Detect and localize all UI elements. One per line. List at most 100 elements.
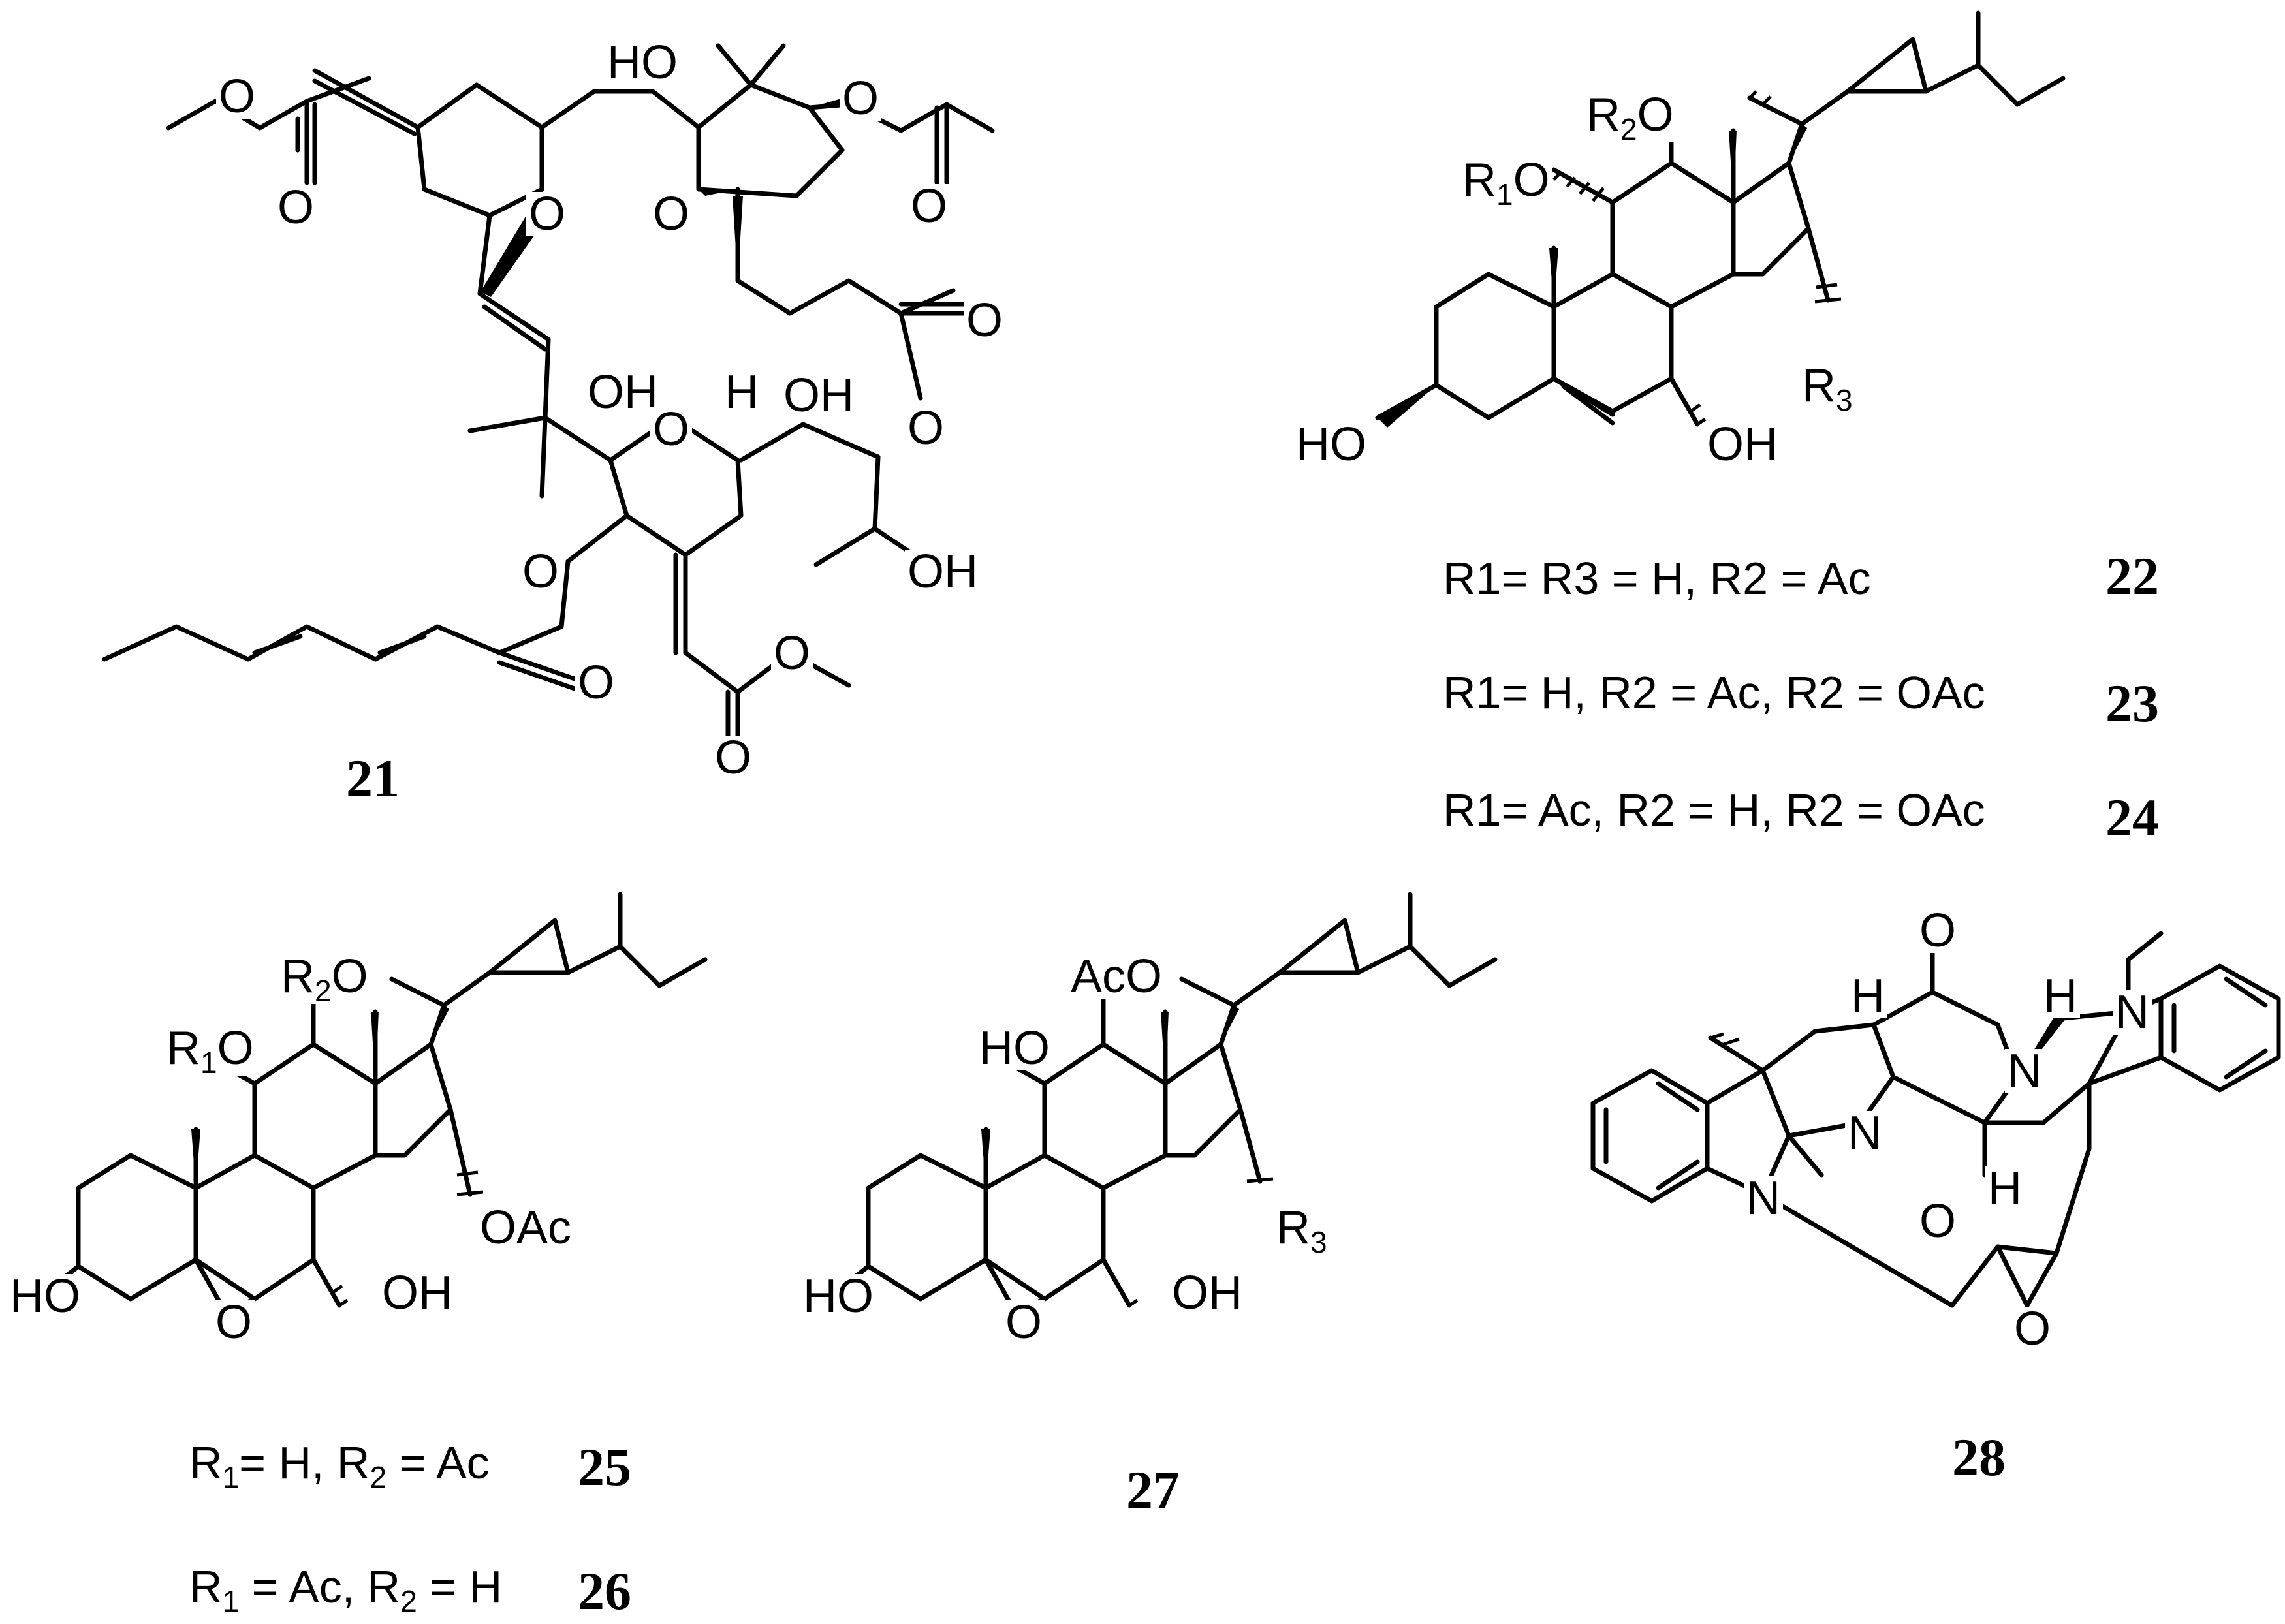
c25-r1o: R1O — [166, 1022, 254, 1080]
c28-h-bottom: H — [1988, 1163, 2022, 1215]
atom-label-background — [964, 298, 1006, 343]
atom-label-background — [2005, 1049, 2044, 1093]
c25-epoxide-o: O — [215, 1296, 252, 1349]
atom-label-background — [1293, 422, 1369, 467]
atom-label-background — [1845, 1111, 1884, 1155]
compound-number-25: 25 — [578, 1437, 631, 1497]
c21-o-octadienoate-carbonyl: O — [578, 657, 614, 709]
atom-label-background — [520, 550, 562, 594]
atom-label-background — [1917, 1199, 1959, 1243]
c21-o-ester-b-carbonyl: O — [715, 732, 751, 784]
c27-oh: OH — [1172, 1267, 1242, 1319]
c28-n-indoline-left: N — [1746, 1172, 1780, 1225]
c21-o-lactone-link: O — [907, 402, 944, 454]
variant-definition-25: R1= H, R2 = Ac — [189, 1437, 490, 1494]
c28-o-bottom: O — [1919, 1195, 1956, 1247]
atom-label-background — [575, 661, 618, 705]
c21-o-ester-a-carbonyl: O — [277, 181, 314, 234]
atom-label-background — [1744, 1176, 1783, 1221]
compound-21-structure — [102, 43, 995, 753]
atom-label-background — [1848, 974, 1887, 1018]
atom-label-background — [477, 1206, 575, 1250]
c21-o-ring-b: O — [653, 188, 689, 240]
atom-label-background — [977, 1026, 1052, 1070]
atom-label-background — [1584, 93, 1677, 142]
atom-label-background — [771, 631, 813, 676]
atom-label-background — [650, 407, 693, 452]
c21-o-acetate-carbonyl: O — [911, 180, 947, 232]
atom-label-background — [164, 1026, 257, 1076]
c27-aco: AcO — [1071, 950, 1162, 1003]
atom-label-background — [1985, 1166, 2025, 1211]
compound-25-26-structure — [43, 892, 708, 1315]
compound-number-22: 22 — [2105, 546, 2159, 606]
compound-number-23: 23 — [2105, 674, 2159, 733]
c27-r3: R3 — [1276, 1202, 1327, 1259]
c22-r1o: R1O — [1462, 154, 1550, 211]
c21-oh-terminal: OH — [907, 546, 978, 598]
atom-label-background — [379, 1271, 455, 1315]
variant-definition-24: R1= Ac, R2 = H, R2 = OAc — [1443, 785, 1985, 835]
variant-definition-22: R1= R3 = H, R2 = Ac — [1443, 553, 1871, 604]
c28-n-dkp-left: N — [1848, 1107, 1882, 1159]
c21-o-ester-b-link: O — [774, 627, 810, 679]
atom-label-background — [1068, 954, 1165, 999]
c28-n-dkp-right: N — [2008, 1045, 2041, 1097]
c21-h-ring-c: H — [725, 366, 759, 418]
atom-labels: O O O HO O O O O O OH O H OH OH O O O O … — [7, 37, 2152, 1355]
atom-label-background — [1003, 1300, 1045, 1345]
atom-label-background — [840, 76, 882, 121]
atom-label-background — [585, 370, 661, 414]
c21-oh-hemiketal: OH — [588, 366, 658, 418]
compound-27-structure — [833, 892, 1498, 1315]
c22-oh: OH — [1707, 418, 1778, 471]
atom-label-background — [905, 406, 947, 450]
c28-h-top-left: H — [1851, 970, 1885, 1022]
c22-r2o: R2O — [1586, 89, 1674, 146]
atom-label-background — [275, 185, 317, 230]
c22-ho: HO — [1296, 418, 1366, 471]
c21-o-acetate-link: O — [842, 72, 879, 125]
atom-label-background — [213, 1300, 255, 1345]
atom-label-background — [722, 370, 761, 414]
variant-definition-26: R1 = Ac, R2 = H — [189, 1561, 502, 1618]
atom-label-background — [278, 954, 371, 1004]
atom-label-background — [1274, 1206, 1330, 1255]
c28-h-top-right: H — [2043, 970, 2077, 1022]
c25-oh: OH — [382, 1267, 452, 1319]
atom-label-background — [1917, 909, 1959, 953]
atom-label-background — [1169, 1271, 1245, 1315]
c21-ho-top: HO — [607, 37, 678, 89]
atom-label-background — [526, 192, 569, 236]
atom-label-background — [2041, 974, 2080, 1018]
c25-ho: HO — [10, 1270, 80, 1322]
captions: 21 R1= R3 = H, R2 = Ac 22 R1= H, R2 = Ac… — [189, 546, 2159, 1621]
atom-label-background — [712, 736, 755, 780]
compound-number-27: 27 — [1126, 1460, 1180, 1520]
atom-label-background — [7, 1274, 83, 1319]
atom-label-background — [2113, 990, 2152, 1035]
c21-o-ring-c: O — [653, 403, 689, 456]
c25-oac: OAc — [480, 1202, 571, 1254]
compound-22-24-structure — [1375, 10, 2066, 427]
variant-definition-23: R1= H, R2 = Ac, R2 = OAc — [1443, 667, 1985, 718]
atom-label-background — [2011, 1307, 2054, 1351]
atom-label-background — [908, 184, 951, 228]
c22-r3: R3 — [1802, 360, 1853, 417]
c21-oh-side: OH — [783, 369, 854, 422]
c28-n-indoline-right: N — [2115, 986, 2149, 1038]
atom-label-background — [650, 192, 693, 236]
atom-label-background — [781, 373, 857, 418]
compound-number-21: 21 — [346, 749, 400, 808]
atom-label-background — [1705, 422, 1780, 467]
compound-number-24: 24 — [2105, 788, 2159, 847]
atom-label-background — [905, 550, 981, 594]
c27-ho-upper: HO — [979, 1022, 1050, 1074]
c21-o-octadienoate-link: O — [522, 546, 559, 598]
atom-label-background — [216, 74, 259, 119]
c21-o-lactone-carbonyl: O — [966, 294, 1003, 347]
c28-o-epoxide: O — [2014, 1303, 2051, 1355]
compound-number-26: 26 — [578, 1561, 631, 1621]
compound-number-28: 28 — [1952, 1428, 2006, 1487]
